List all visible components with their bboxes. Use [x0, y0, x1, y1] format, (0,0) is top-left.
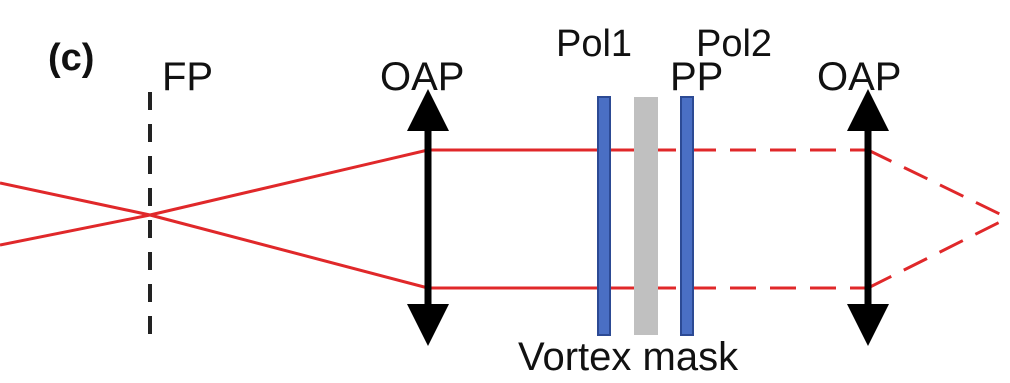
beam-ray-diverge-lower [149, 213, 429, 290]
beam [0, 148, 1009, 290]
pol2-label: Pol2 [696, 23, 772, 65]
beam-ray-lower-in [0, 213, 151, 247]
vortex-mask-label: Vortex mask [518, 335, 739, 379]
pol1-label: Pol1 [556, 23, 632, 65]
pol1-polarizer [597, 96, 611, 336]
panel-label: (c) [48, 37, 94, 79]
vortex-mask [634, 97, 658, 335]
oap-left-label: OAP [380, 55, 464, 99]
beam-ray-diverge-upper [149, 148, 429, 217]
beam-converge-lower-dashed [867, 216, 1009, 290]
beam-ray-upper-in [0, 181, 151, 217]
focal-plane-label: FP [162, 55, 213, 99]
beam-converge-upper-dashed [867, 148, 1009, 220]
pupil-plane-label: PP [670, 55, 723, 99]
oap-right-label: OAP [817, 55, 901, 99]
pol2-polarizer [680, 96, 694, 336]
